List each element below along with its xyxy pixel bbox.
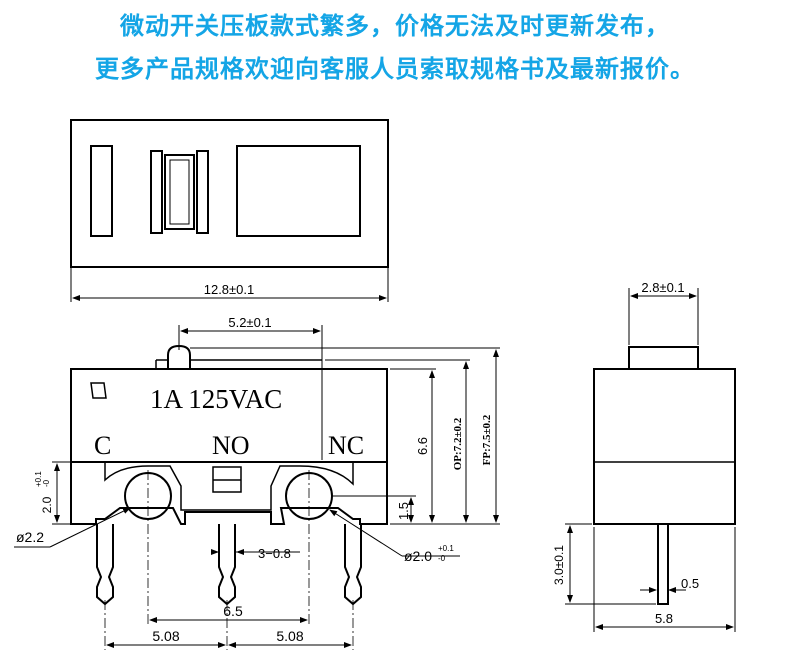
- dim-fp-label: FP:7.5±0.2: [481, 414, 493, 465]
- dim-height-label: 6.6: [415, 437, 430, 455]
- dim-hole-height-tol-dn: -0: [42, 479, 51, 487]
- dim-65-label: 6.5: [223, 603, 243, 619]
- dim-hole-dia2-label: ø2.0: [404, 548, 432, 564]
- dim-pin-thickness-label: 0.5: [681, 576, 699, 591]
- terminal-no-label: NO: [212, 431, 250, 460]
- dim-pin-width-label: 3−0.8: [258, 546, 291, 561]
- dim-hole-dia-label: ø2.2: [16, 529, 44, 545]
- dim-hole-dia2-tol-dn: -0: [438, 554, 446, 563]
- dim-width-label: 5.8: [655, 611, 673, 626]
- side-view: [593, 346, 736, 605]
- dim-actuator-offset-label: 5.2±0.1: [228, 315, 271, 330]
- banner-line-2: 更多产品规格欢迎向客服人员索取规格书及最新报价。: [95, 55, 695, 83]
- dim-hole-height-tol-up: +0.1: [34, 471, 43, 487]
- rating-label: 1A 125VAC: [150, 384, 282, 414]
- dim-15-label: 1.5: [396, 502, 411, 520]
- terminal-nc-label: NC: [328, 431, 364, 460]
- terminal-c-label: C: [94, 431, 111, 460]
- banner-line-1: 微动开关压板款式繁多，价格无法及时更新发布，: [120, 12, 670, 40]
- dim-pitch-right-label: 5.08: [276, 628, 303, 644]
- dim-hole-dia2-tol-up: +0.1: [438, 544, 454, 553]
- dim-op-label: OP:7.2±0.2: [452, 417, 464, 470]
- dim-pitch-left-label: 5.08: [152, 628, 179, 644]
- top-view: [70, 119, 389, 268]
- dim-length-label: 12.8±0.1: [204, 282, 255, 297]
- dim-button-width-label: 2.8±0.1: [641, 280, 684, 295]
- dim-hole-height-label: 2.0: [40, 496, 54, 513]
- dim-pin-length-label: 3.0±0.1: [552, 545, 566, 585]
